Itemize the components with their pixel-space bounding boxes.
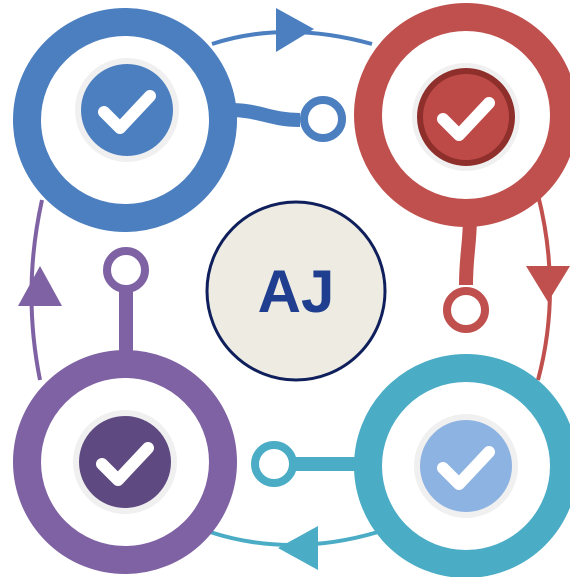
checkmark-icon xyxy=(437,97,495,141)
arrow-left-icon xyxy=(278,526,318,570)
hub-label: AJ xyxy=(258,258,335,325)
center-hub: AJ xyxy=(205,200,387,382)
hub-circle xyxy=(205,200,387,382)
node-top-left xyxy=(13,8,346,232)
node-top-right xyxy=(354,3,570,333)
connector-bulb xyxy=(103,247,149,293)
checkmark-icon xyxy=(437,446,495,490)
cycle-ring xyxy=(18,8,570,570)
checkmark-icon xyxy=(98,90,156,134)
connector-bulb xyxy=(443,287,489,333)
node-bottom-right xyxy=(251,354,570,577)
badge xyxy=(420,420,512,512)
badge xyxy=(417,68,515,166)
connector-bulb xyxy=(300,96,346,142)
checkmark-icon xyxy=(96,442,154,486)
arrow-right-icon xyxy=(276,8,314,52)
connector-stem xyxy=(229,103,301,127)
badge xyxy=(79,416,171,508)
arrow-down-icon xyxy=(526,266,570,302)
arrow-up-icon xyxy=(18,266,62,306)
badge xyxy=(81,64,173,156)
connector-bulb xyxy=(251,441,297,487)
node-bottom-left xyxy=(13,247,237,574)
